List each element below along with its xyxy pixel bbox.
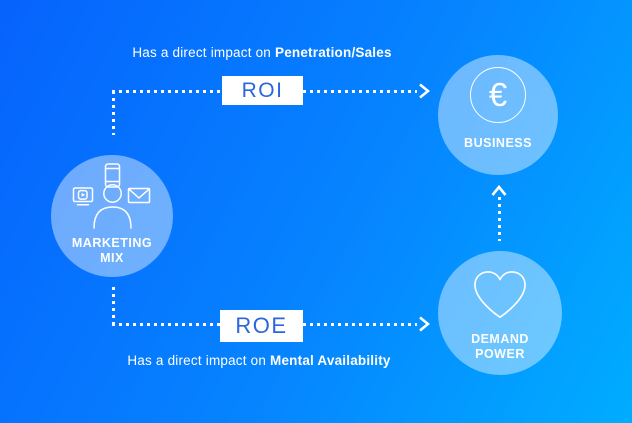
roi-badge: ROI [222, 76, 303, 105]
monitor-play-icon [72, 187, 94, 206]
connector-roe-left-segment [112, 322, 220, 326]
connector-marketing-to-roi-vertical [111, 91, 115, 135]
connector-roi-left-segment [112, 89, 222, 93]
roe-badge: ROE [220, 310, 303, 342]
person-icon [93, 184, 132, 229]
envelope-icon [127, 187, 151, 204]
demand-power-label: DEMAND POWER [471, 332, 529, 362]
node-marketing-mix: MARKETING MIX [51, 155, 173, 277]
marketing-channels-icon [72, 163, 151, 229]
connector-roe-right-segment [303, 322, 417, 326]
connector-demand-to-business-vertical [497, 197, 501, 241]
marketing-mix-label-line2: MIX [100, 251, 124, 265]
node-business: € BUSINESS [438, 55, 558, 175]
demand-power-label-line1: DEMAND [471, 332, 529, 346]
smartphone-icon [104, 163, 121, 188]
bottom-caption-emphasis: Mental Availability [270, 353, 391, 368]
connector-roi-right-segment [303, 89, 417, 93]
arrowhead-up-icon [491, 184, 507, 202]
euro-coin-icon: € [470, 67, 526, 123]
marketing-mix-label: MARKETING MIX [72, 236, 152, 266]
connector-marketing-to-roe-vertical [111, 287, 115, 324]
arrowhead-right-icon [418, 83, 431, 104]
bottom-caption: Has a direct impact on Mental Availabili… [9, 353, 509, 368]
top-caption-emphasis: Penetration/Sales [274, 45, 392, 60]
marketing-mix-label-line1: MARKETING [71, 236, 153, 250]
top-caption-prefix: Has a direct impact on [132, 45, 272, 60]
bottom-caption-prefix: Has a direct impact on [127, 353, 267, 368]
top-caption: Has a direct impact on Penetration/Sales [12, 45, 512, 60]
arrowhead-right-icon [418, 316, 431, 337]
heart-icon [469, 269, 531, 326]
business-label: BUSINESS [464, 136, 532, 150]
node-demand-power: DEMAND POWER [438, 251, 562, 375]
demand-power-label-line2: POWER [475, 347, 525, 361]
euro-symbol: € [488, 75, 508, 113]
